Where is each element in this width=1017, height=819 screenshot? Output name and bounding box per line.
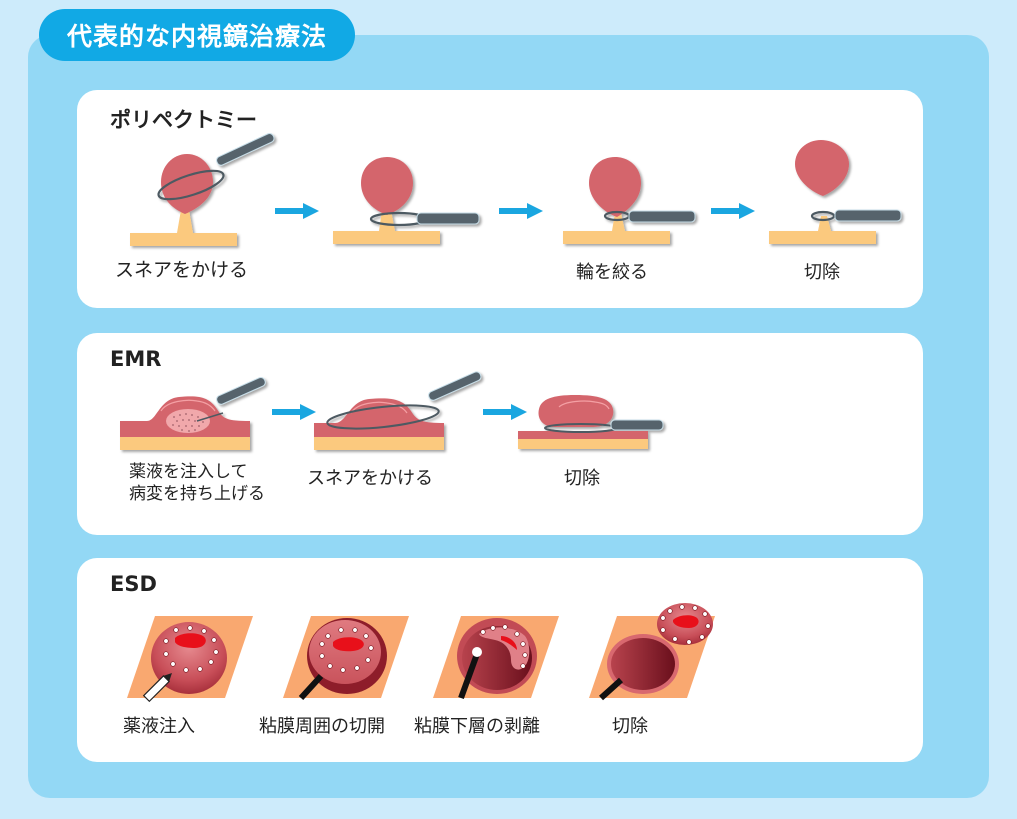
polypectomy-step4-label: 切除	[804, 262, 840, 283]
emr-step3-figure	[518, 395, 664, 449]
arrow-icon	[711, 203, 755, 219]
arrow-icon	[483, 404, 527, 420]
tissue-base	[130, 233, 237, 246]
esd-step4-figure	[589, 603, 715, 701]
polypectomy-step1-figure	[130, 132, 275, 246]
emr-step1-label: 薬液を注入して 病変を持ち上げる	[129, 461, 265, 505]
polypectomy-step3-label: 輪を絞る	[576, 262, 648, 283]
esd-title: ESD	[110, 572, 157, 596]
snare-loop	[157, 169, 225, 201]
emr-step3-label: 切除	[564, 468, 600, 489]
severed-polyp	[795, 140, 849, 196]
polypectomy-step1-label: スネアをかける	[115, 259, 249, 281]
polypectomy-card: ポリペクトミー スネアをかける	[77, 90, 923, 308]
esd-step4-label: 切除	[612, 716, 648, 737]
esd-step3-label: 粘膜下層の剥離	[414, 716, 540, 737]
emr-step1-label-line1: 薬液を注入して	[129, 462, 248, 482]
arrow-icon	[499, 203, 543, 219]
page-title: 代表的な内視鏡治療法	[39, 9, 355, 61]
polypectomy-title: ポリペクトミー	[110, 108, 257, 132]
emr-card: EMR 薬液を注入して 病変を持ち上げる	[77, 333, 923, 535]
emr-step2-figure	[314, 371, 482, 450]
polypectomy-step3-figure	[563, 157, 696, 244]
emr-step1-figure	[120, 376, 266, 450]
polypectomy-step4-figure	[769, 140, 902, 244]
emr-step1-label-line2: 病変を持ち上げる	[129, 484, 265, 504]
emr-step2-label: スネアをかける	[307, 468, 433, 489]
esd-step1-figure	[127, 616, 253, 703]
snare-tube	[216, 132, 275, 166]
esd-step3-figure	[433, 616, 559, 700]
esd-step2-label: 粘膜周囲の切開	[259, 716, 385, 737]
arrow-icon	[275, 203, 319, 219]
polypectomy-step2-figure	[333, 157, 480, 244]
esd-step2-figure	[283, 616, 409, 701]
esd-card: ESD 薬液注入 粘膜周囲の切開	[77, 558, 923, 762]
polyp-stalk	[177, 210, 193, 233]
esd-step1-label: 薬液注入	[123, 716, 195, 737]
emr-title: EMR	[110, 347, 162, 371]
arrow-icon	[272, 404, 316, 420]
